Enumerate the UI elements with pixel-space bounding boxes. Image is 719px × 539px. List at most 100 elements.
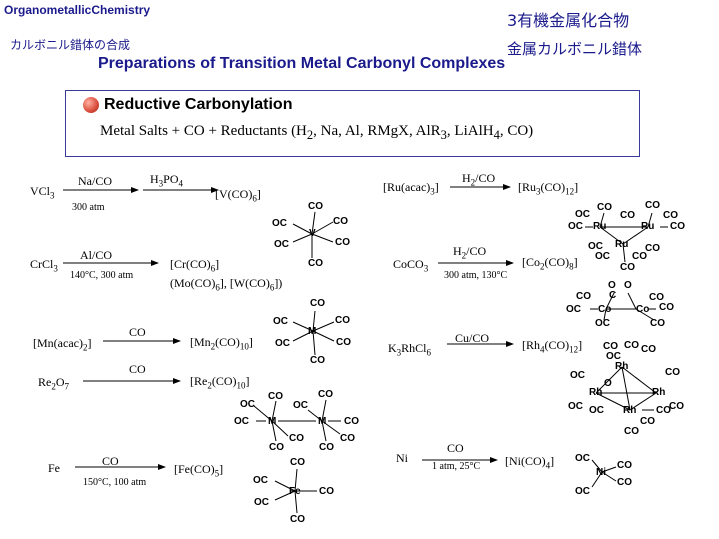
v-co-lower-right: CO	[335, 237, 350, 248]
re-m-atom-1: M	[268, 416, 277, 427]
rh-co-7: CO	[640, 416, 655, 427]
ni-oc-upper: OC	[575, 453, 590, 464]
ru-atom-1: Ru	[593, 221, 607, 232]
co-co-1: CO	[576, 291, 591, 302]
mn-oc-upper: OC	[273, 316, 288, 327]
v-oc-upper-left: OC	[272, 218, 287, 229]
co-oc-lower: OC	[595, 318, 610, 329]
ru-co-6: CO	[645, 243, 660, 254]
rh-atom-bottom: Rh	[623, 405, 637, 416]
banner-title: Reductive Carbonylation	[104, 96, 293, 113]
co2co8-product: [Co2(CO)8]	[522, 255, 578, 272]
general-equation: Metal Salts + CO + Reductants (H2, Na, A…	[100, 123, 534, 142]
crcl3-reactant: CrCl3	[30, 257, 58, 274]
co-reagent: H2/CO	[453, 244, 487, 261]
rh-oc-4: OC	[589, 405, 604, 416]
ni-carbonyl-structure	[591, 459, 617, 488]
co-co-2: CO	[649, 292, 664, 303]
rh-cluster-structure	[595, 366, 657, 411]
rh-co-1: CO	[603, 341, 618, 352]
mn-m-atom: M	[308, 326, 317, 337]
rh-atom-right: Rh	[652, 387, 666, 398]
rh-oc-1: OC	[606, 351, 621, 362]
bullet-icon	[83, 97, 99, 113]
rh-co-3: CO	[641, 344, 656, 355]
re2o7-reactant: Re2O7	[38, 375, 70, 392]
ru-co-4: CO	[663, 210, 678, 221]
fe-atom: Fe	[289, 486, 301, 497]
v-co-upper-right: CO	[333, 216, 348, 227]
ru-acac-reactant: [Ru(acac)3]	[383, 180, 439, 197]
ru-co-7: CO	[632, 251, 647, 262]
rh-co-4: CO	[665, 367, 680, 378]
ru-cluster-structure	[585, 212, 668, 263]
mn-acac-reactant: [Mn(acac)2]	[33, 336, 92, 353]
fe-co-bottom: CO	[290, 514, 305, 525]
v-atom: V	[309, 228, 316, 239]
fe-oc-lower: OC	[254, 497, 269, 508]
co-atom-2: Co	[636, 304, 650, 315]
mn2co10-product: [Mn2(CO)10]	[190, 335, 253, 352]
ni-co-upper: CO	[617, 460, 632, 471]
ru-oc-4: OC	[595, 251, 610, 262]
rh-reagent: Cu/CO	[455, 331, 490, 345]
co-co-right: CO	[659, 302, 674, 313]
ru-atom-2: Ru	[641, 221, 655, 232]
crcl3-conditions: 140°C, 300 atm	[70, 270, 134, 281]
rh-co-5: CO	[656, 405, 671, 416]
re-co-right-lower: CO	[340, 433, 355, 444]
ru-reagent: H2/CO	[462, 171, 496, 188]
co-conditions: 300 atm, 130°C	[444, 270, 508, 281]
mn-co-lower-right: CO	[336, 337, 351, 348]
mn-oc-lower: OC	[275, 338, 290, 349]
co-co-lower: CO	[650, 318, 665, 329]
v-carbonyl-structure	[292, 211, 334, 258]
v-oc-lower-left: OC	[274, 239, 289, 250]
co-dimer-structure	[590, 292, 656, 321]
ru-co-1: CO	[597, 202, 612, 213]
fe-co-top: CO	[290, 457, 305, 468]
ni-reagent: CO	[447, 441, 464, 455]
reductive-carbonylation-box: Reductive Carbonylation Metal Salts + CO…	[65, 90, 640, 157]
ru-atom-3: Ru	[615, 239, 629, 250]
ru-oc-2: OC	[568, 221, 583, 232]
rh-co-2: CO	[624, 340, 639, 351]
mn-co-top: CO	[310, 298, 325, 309]
ni-co-lower: CO	[617, 477, 632, 488]
re-reagent: CO	[129, 362, 146, 376]
re-co-right: CO	[344, 416, 359, 427]
coco3-reactant: CoCO3	[393, 257, 429, 274]
mn-reagent: CO	[129, 325, 146, 339]
mn-carbonyl-structure	[292, 310, 335, 356]
nico4-product: [Ni(CO)4]	[505, 454, 555, 471]
re-co-bottom-left: CO	[269, 442, 284, 453]
re-m-atom-2: M	[318, 416, 327, 427]
ru3co12-product: [Ru3(CO)12]	[518, 180, 579, 197]
co-bridge-o-2: O	[624, 280, 632, 291]
k3rhcl6-reactant: K3RhCl6	[388, 341, 432, 358]
ru-co-2: CO	[645, 200, 660, 211]
fe-conditions: 150°C, 100 atm	[83, 477, 147, 488]
re-co-top-left: CO	[268, 391, 283, 402]
re-oc-mid-upper: OC	[293, 400, 308, 411]
v-co-top: CO	[308, 201, 323, 212]
rh-atom-left: Rh	[589, 387, 603, 398]
rh-co-6: CO	[669, 401, 684, 412]
re-oc-left-upper: OC	[240, 399, 255, 410]
vcl3-reagent: Na/CO	[78, 174, 112, 188]
rh-o-bridge: O	[604, 378, 612, 389]
ru-co-8: CO	[620, 262, 635, 273]
rh-oc-3: OC	[568, 401, 583, 412]
crco6-product: [Cr(CO)6]	[170, 257, 220, 274]
fe-reagent: CO	[102, 454, 119, 468]
vcl3-reactant: VCl3	[30, 184, 55, 201]
vcl3-conditions: 300 atm	[72, 202, 105, 213]
rh-atom-top: Rh	[615, 361, 629, 372]
chapter-title: 3有機金属化合物	[507, 11, 630, 30]
mo-w-products: (Mo(CO)6], [W(CO)6])	[170, 276, 283, 293]
re-carbonyl-structure	[253, 399, 341, 442]
mn-co-upper-right: CO	[335, 315, 350, 326]
ni-conditions: 1 atm, 25°C	[432, 461, 481, 472]
re-co-bottom-right: CO	[319, 442, 334, 453]
